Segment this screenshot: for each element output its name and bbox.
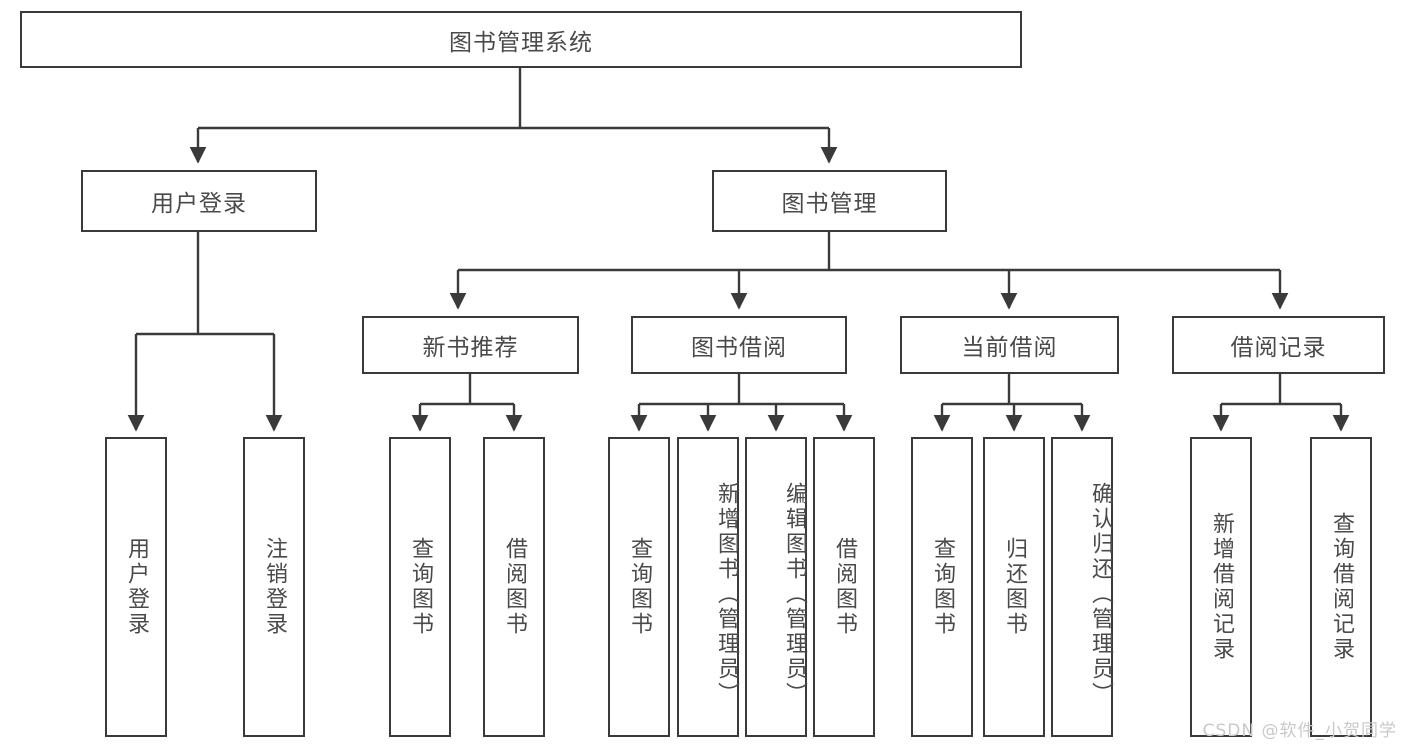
- leaf-query-book-recommend[interactable]: 查询图书: [389, 437, 451, 737]
- leaf-user-login[interactable]: 用户登录: [105, 437, 167, 737]
- node-user-login[interactable]: 用户登录: [81, 170, 317, 232]
- node-book-borrow[interactable]: 图书借阅: [631, 316, 847, 374]
- leaf-add-borrow-record[interactable]: 新增借阅记录: [1190, 437, 1252, 737]
- node-label: 图书管理: [781, 191, 878, 217]
- node-label: 用户登录: [124, 537, 149, 637]
- node-label: 新增借阅记录: [1209, 512, 1234, 662]
- node-new-book-recommend[interactable]: 新书推荐: [362, 316, 579, 374]
- node-current-borrow[interactable]: 当前借阅: [900, 316, 1119, 374]
- leaf-add-book-admin[interactable]: 新增图书（管理员）: [677, 437, 739, 737]
- node-book-management[interactable]: 图书管理: [712, 170, 947, 232]
- node-label: 图书借阅: [691, 335, 787, 361]
- leaf-borrow-book[interactable]: 借阅图书: [813, 437, 875, 737]
- leaf-borrow-book-recommend[interactable]: 借阅图书: [483, 437, 545, 737]
- node-label: 注销登录: [262, 537, 287, 637]
- node-label: 查询图书: [408, 537, 433, 637]
- node-label: 编辑图书（管理员）: [782, 481, 807, 707]
- node-label: 新书推荐: [422, 335, 519, 361]
- node-label: 图书管理系统: [449, 29, 593, 56]
- node-label: 查询借阅记录: [1329, 512, 1354, 662]
- leaf-edit-book-admin[interactable]: 编辑图书（管理员）: [745, 437, 807, 737]
- node-label: 确认归还（管理员）: [1088, 481, 1113, 707]
- node-label: 新增图书（管理员）: [714, 481, 739, 707]
- node-label: 归还图书: [1002, 537, 1027, 637]
- node-label: 借阅记录: [1230, 335, 1327, 361]
- node-label: 借阅图书: [832, 537, 857, 637]
- leaf-confirm-return-admin[interactable]: 确认归还（管理员）: [1051, 437, 1113, 737]
- node-label: 当前借阅: [961, 335, 1058, 361]
- node-label: 查询图书: [627, 537, 652, 637]
- leaf-query-borrow-record[interactable]: 查询借阅记录: [1310, 437, 1372, 737]
- leaf-logout[interactable]: 注销登录: [243, 437, 305, 737]
- leaf-query-book-borrow[interactable]: 查询图书: [608, 437, 670, 737]
- node-label: 查询图书: [930, 537, 955, 637]
- node-label: 用户登录: [151, 191, 247, 217]
- leaf-query-book-current[interactable]: 查询图书: [911, 437, 973, 737]
- csdn-watermark: CSDN @软件_小贺同学: [1202, 721, 1397, 741]
- node-borrow-records[interactable]: 借阅记录: [1172, 316, 1385, 374]
- node-label: 借阅图书: [502, 537, 527, 637]
- node-root[interactable]: 图书管理系统: [20, 11, 1022, 68]
- leaf-return-book[interactable]: 归还图书: [983, 437, 1045, 737]
